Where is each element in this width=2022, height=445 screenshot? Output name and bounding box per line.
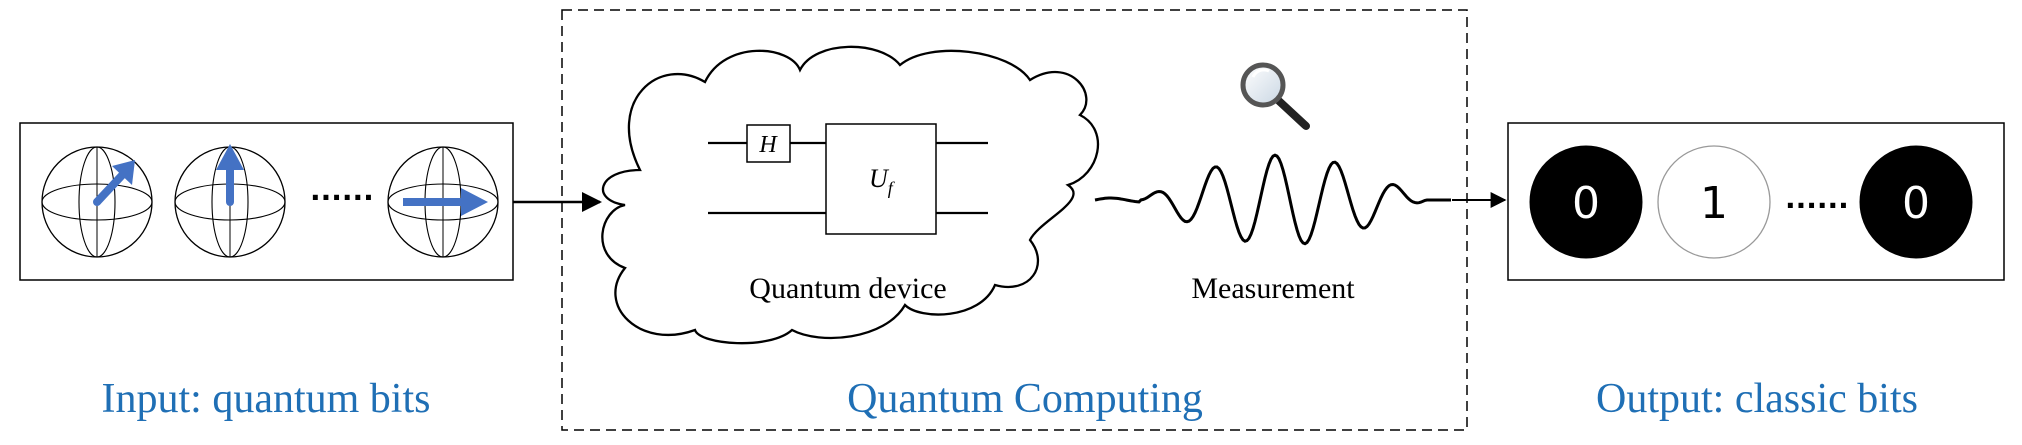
oracle-gate-sub: f — [888, 178, 896, 198]
oracle-gate-u: U — [869, 164, 890, 193]
bloch-sphere-icon — [174, 144, 286, 258]
oracle-gate — [825, 123, 937, 235]
output-caption: Output: classic bits — [1596, 376, 1918, 422]
oracle-gate-label: Uf — [869, 164, 896, 198]
computing-dashed-box — [561, 9, 1468, 431]
quantum-circuit: H Uf — [708, 123, 988, 235]
bit-2: 0 — [1859, 145, 1973, 259]
bit-2-label: 0 — [1902, 178, 1930, 229]
output-panel: 0 1 ...... 0 Output: classic bits — [1507, 122, 2005, 422]
input-panel: ...... Input: quantum bits — [19, 122, 514, 422]
device-label: Quantum device — [749, 272, 946, 305]
wave-icon — [1094, 153, 1451, 246]
magnifier-icon — [1240, 62, 1310, 130]
bloch-sphere-icon — [41, 146, 153, 258]
measurement-label: Measurement — [1191, 272, 1355, 305]
bit-1: 1 — [1657, 145, 1771, 259]
hadamard-gate — [746, 124, 791, 163]
output-ellipsis: ...... — [1785, 182, 1849, 215]
computing-caption: Quantum Computing — [847, 376, 1203, 422]
hadamard-gate-label: H — [758, 132, 778, 158]
bit-0: 0 — [1529, 145, 1643, 259]
bloch-sphere-icon — [387, 146, 499, 258]
input-caption: Input: quantum bits — [102, 376, 431, 422]
input-ellipsis: ...... — [310, 174, 374, 207]
bit-0-label: 0 — [1572, 178, 1600, 229]
bit-1-label: 1 — [1700, 178, 1728, 229]
computing-panel: H Uf Quantum device Measurement Quantum … — [561, 9, 1507, 431]
